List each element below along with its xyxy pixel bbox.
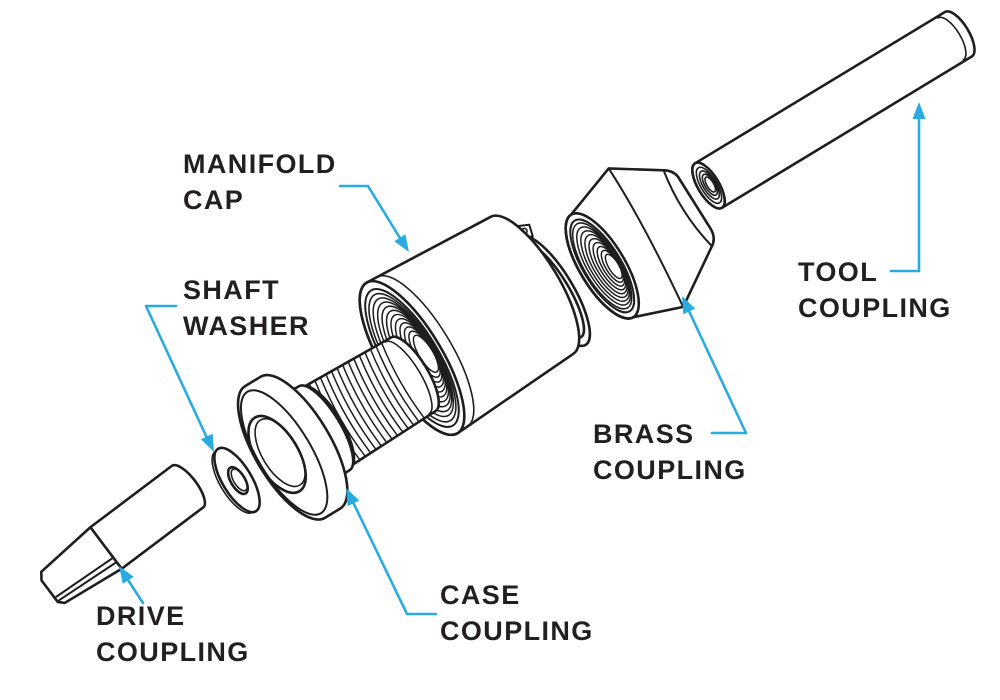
label-case-coupling: CASE COUPLING bbox=[440, 577, 594, 649]
label-line: COUPLING bbox=[440, 616, 594, 646]
label-line: COUPLING bbox=[798, 293, 952, 323]
arrow-icon-case-coupling bbox=[346, 488, 360, 507]
case-coupling-drawing bbox=[236, 335, 441, 521]
leader-lines bbox=[119, 102, 926, 616]
leader-manifold-cap bbox=[338, 184, 409, 252]
label-line: CASE bbox=[440, 580, 521, 610]
label-line: DRIVE bbox=[96, 601, 186, 631]
leader-drive-coupling bbox=[119, 566, 145, 605]
label-tool-coupling: TOOL COUPLING bbox=[798, 254, 952, 326]
leader-shaft-washer bbox=[144, 304, 214, 452]
label-line: WASHER bbox=[183, 311, 310, 341]
leader-brass-coupling bbox=[682, 296, 748, 435]
arrow-icon-drive-coupling bbox=[119, 566, 134, 584]
arrow-icon-tool-coupling bbox=[912, 102, 926, 119]
arrow-icon-manifold-cap bbox=[394, 234, 409, 252]
label-drive-coupling: DRIVE COUPLING bbox=[96, 598, 250, 670]
label-line: COUPLING bbox=[593, 455, 747, 485]
label-line: COUPLING bbox=[96, 637, 250, 667]
leader-case-coupling bbox=[346, 488, 438, 616]
drive-coupling-drawing bbox=[39, 463, 207, 605]
label-line: BRASS bbox=[593, 419, 695, 449]
label-manifold-cap: MANIFOLD CAP bbox=[183, 146, 337, 218]
leader-tool-coupling bbox=[889, 102, 926, 273]
label-shaft-washer: SHAFT WASHER bbox=[183, 272, 310, 344]
label-line: MANIFOLD bbox=[183, 149, 337, 179]
label-brass-coupling: BRASS COUPLING bbox=[593, 416, 747, 488]
label-line: SHAFT bbox=[183, 275, 280, 305]
shaft-washer-drawing bbox=[211, 446, 261, 514]
arrow-icon-shaft-washer bbox=[200, 433, 214, 452]
brass-coupling-drawing bbox=[564, 167, 716, 320]
arrow-icon-brass-coupling bbox=[682, 296, 696, 315]
label-line: CAP bbox=[183, 185, 245, 215]
tool-coupling-drawing bbox=[691, 10, 976, 210]
label-line: TOOL bbox=[798, 257, 879, 287]
